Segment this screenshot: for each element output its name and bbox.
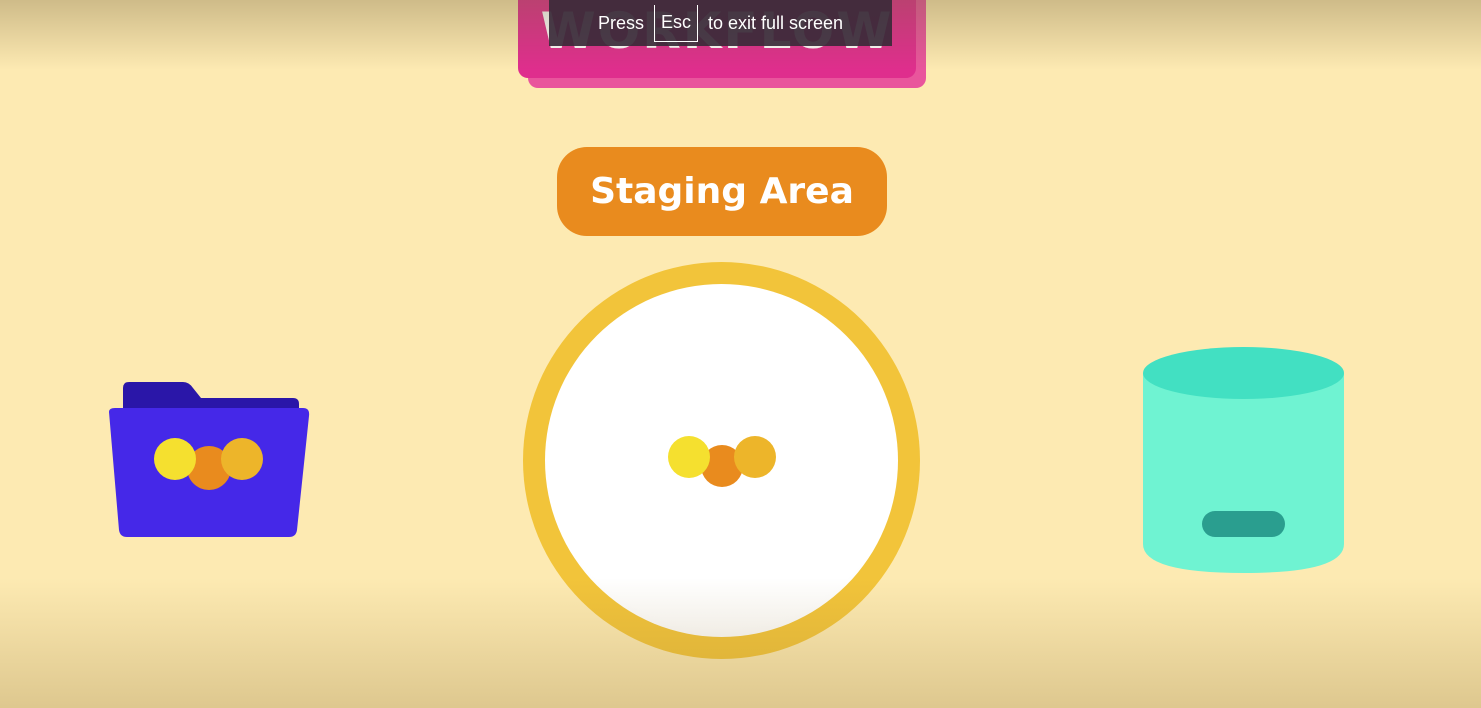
staging-area-pill: Staging Area [557, 147, 887, 236]
fullscreen-notice-suffix: to exit full screen [707, 12, 844, 33]
staging-area-label: Staging Area [590, 171, 854, 212]
logo-dots-icon [668, 436, 776, 487]
fullscreen-exit-notice: Press Esc to exit full screen [549, 0, 892, 46]
database-icon [1143, 347, 1344, 573]
staging-circle [523, 262, 920, 659]
staging-circle-inner [545, 284, 898, 637]
fullscreen-notice-prefix: Press [597, 12, 644, 33]
folder-icon [109, 382, 310, 537]
esc-key-hint: Esc [653, 4, 698, 42]
